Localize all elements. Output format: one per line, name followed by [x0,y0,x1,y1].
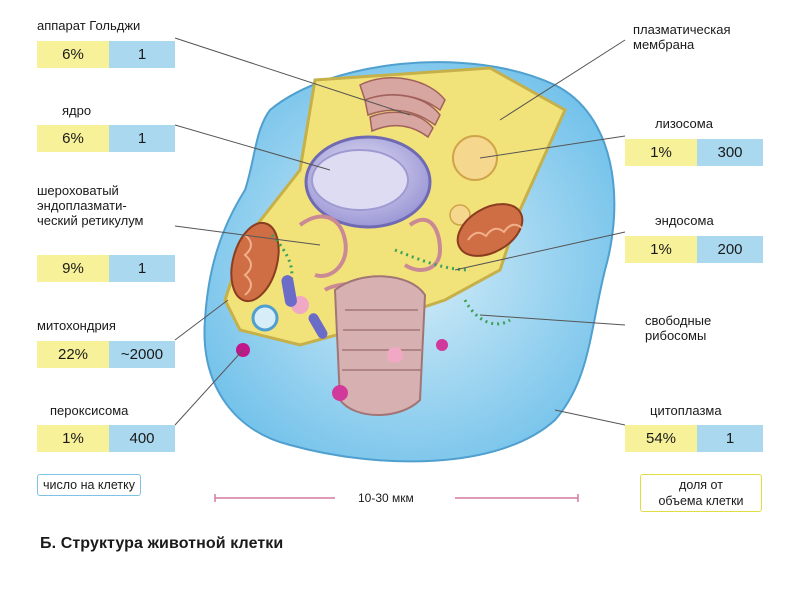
plasma-membrane-label: плазматическая мембрана [633,22,731,52]
mitochondria-volume-pct: 22% [37,341,109,368]
peroxisome-volume-pct: 1% [37,425,109,452]
golgi-count: 1 [109,41,175,68]
er-stack-shape [333,275,427,416]
lysosome-shape [452,135,498,181]
peroxisome-count: 400 [109,425,175,452]
figure-caption: Б. Структура животной клетки [40,535,284,552]
scale-label: 10-30 мкм [358,491,414,505]
nucleus-label: ядро [62,103,92,118]
mitochondrion-shape [230,203,524,303]
nucleolus-shape [311,149,409,211]
cytoplasm-volume-pct: 54% [625,425,697,452]
lysosome-volume-pct: 1% [625,139,697,166]
lysosome-label: лизосома [655,116,713,131]
free-ribosomes-label: свободные рибосомы [645,313,712,343]
leader-lines [174,37,626,426]
cytoplasm-label: цитоплазма [650,403,722,418]
rough-er-count: 1 [109,255,175,282]
cytoplasm-count: 1 [697,425,763,452]
scale-bar [214,494,579,502]
rough-er-label: шероховатый эндоплазмати- ческий ретикул… [37,183,144,228]
golgi-volume-pct: 6% [37,41,109,68]
peroxisome-label: пероксисома [50,403,129,418]
mitochondria-count: ~2000 [109,341,175,368]
endosome-count: 200 [697,236,763,263]
endosome-label: эндосома [655,213,714,228]
rough-er-volume-pct: 9% [37,255,109,282]
endosome-volume-pct: 1% [625,236,697,263]
golgi-label: аппарат Гольджи [37,18,141,33]
nucleus-count: 1 [109,125,175,152]
membrane-pore [251,304,279,332]
free-ribosomes-shape [270,233,511,326]
lysosome-count: 300 [697,139,763,166]
nucleus-volume-pct: 6% [37,125,109,152]
volume-fraction-legend: доля от объема клетки [640,474,762,512]
mitochondria-label: митохондрия [37,318,116,333]
endosome-shape [281,275,297,307]
golgi-shape [359,77,446,139]
count-per-cell-legend: число на клетку [37,474,141,496]
